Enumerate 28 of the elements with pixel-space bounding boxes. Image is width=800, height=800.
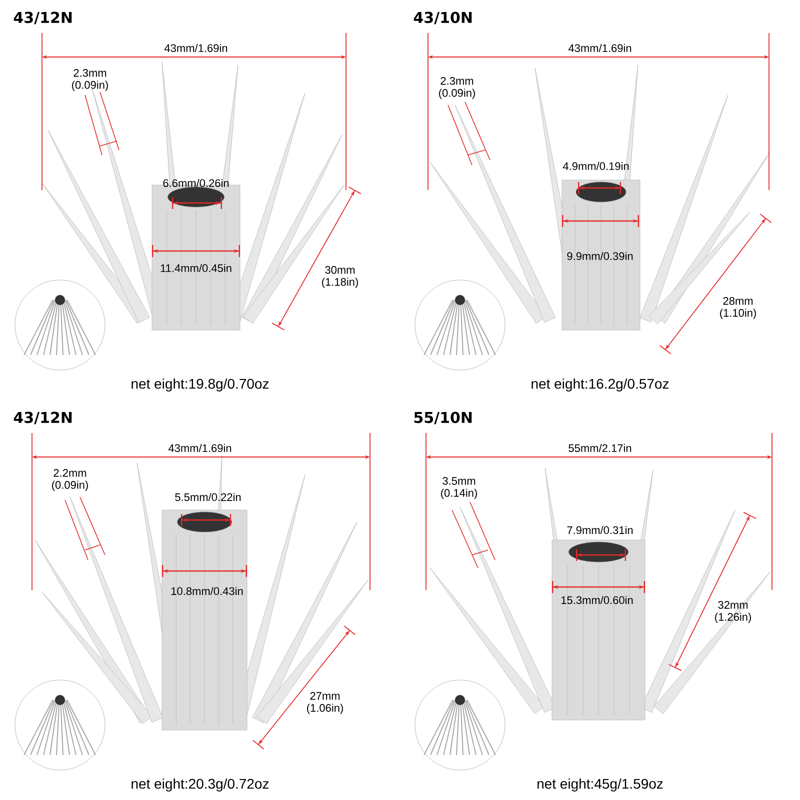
- weight-label: net eight:20.3g/0.72oz: [132, 778, 269, 792]
- weight-label: net eight:16.2g/0.57oz: [532, 378, 669, 392]
- weight-label: net eight:45g/1.59oz: [538, 778, 663, 792]
- model-label: 55/10N: [414, 412, 472, 424]
- dimension-label: 9.9mm/0.39in: [567, 252, 633, 260]
- dimension-label: 10.8mm/0.43in: [171, 586, 243, 596]
- dimension-label: 43mm/1.69in: [164, 44, 228, 52]
- dimension-label: 30mm (1.18in): [322, 266, 358, 288]
- weight-label: net eight:19.8g/0.70oz: [132, 378, 269, 392]
- dimension-label: 11.4mm/0.45in: [160, 264, 232, 272]
- dimension-label: 43mm/1.69in: [168, 444, 232, 452]
- dimension-label: 4.9mm/0.19in: [562, 162, 629, 170]
- model-label: 43/10N: [414, 12, 472, 24]
- dimension-label: 15.3mm/0.60in: [561, 596, 633, 604]
- dimension-label: 55mm/2.17in: [568, 444, 632, 452]
- dimension-label: 32mm (1.26in): [715, 601, 751, 623]
- model-label: 43/12N: [14, 12, 72, 24]
- dimension-label: 2.2mm (0.09in): [52, 469, 88, 491]
- dimension-label: 43mm/1.69in: [568, 44, 632, 52]
- dimension-label: 6.6mm/0.26in: [163, 178, 229, 188]
- dimension-label: 27mm (1.06in): [307, 692, 343, 714]
- dimension-label: 5.5mm/0.22in: [175, 492, 241, 502]
- dimension-label: 2.3mm (0.09in): [72, 69, 108, 91]
- dimension-label: 3.5mm (0.14in): [441, 477, 477, 499]
- dimension-label: 7.9mm/0.31in: [567, 526, 633, 534]
- model-label: 43/12N: [14, 412, 72, 424]
- dimension-label: 2.3mm (0.09in): [439, 77, 475, 99]
- dimension-label: 28mm (1.10in): [720, 297, 756, 319]
